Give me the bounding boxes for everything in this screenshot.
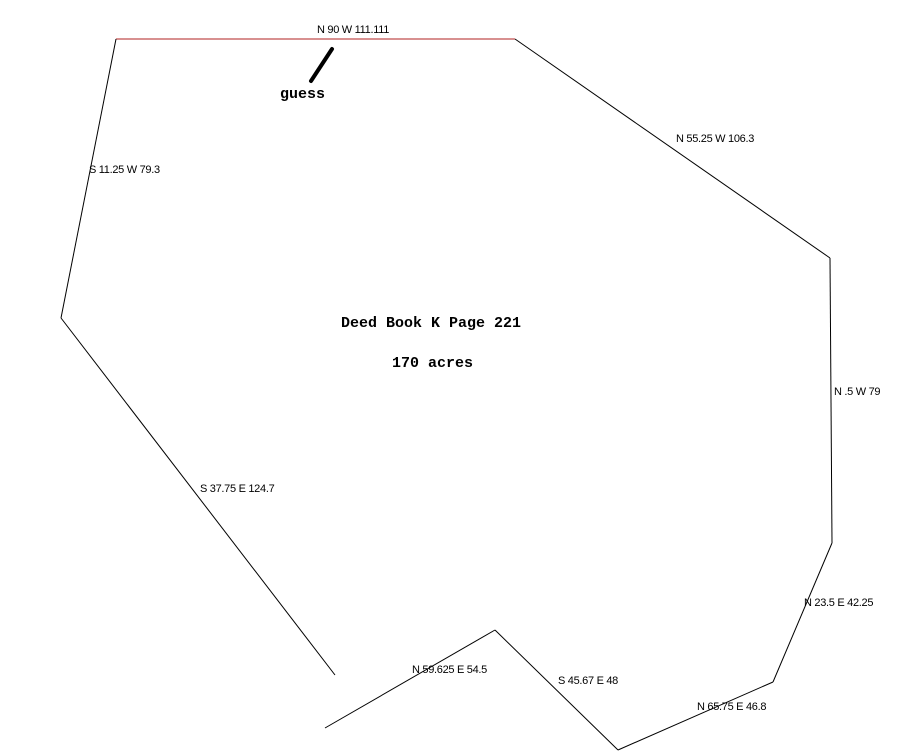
boundary-se2 (617, 681, 774, 751)
call-label: N 90 W 111.111 (317, 24, 390, 36)
call-label: S 37.75 E 124.7 (200, 483, 275, 495)
call-label: S 45.67 E 48 (558, 675, 619, 687)
call-label: N 23.5 E 42.25 (804, 597, 874, 609)
boundary-se1 (772, 542, 833, 683)
call-label: N 65.75 E 46.8 (697, 701, 767, 713)
call-label: N .5 W 79 (834, 386, 881, 398)
boundary-sw (60, 317, 336, 676)
call-label: S 11.25 W 79.3 (89, 164, 160, 176)
boundary-east (829, 257, 833, 544)
boundary-s1 (494, 629, 619, 751)
boundary-west (60, 38, 117, 319)
guess-marker (309, 47, 334, 83)
boundary-s2 (324, 629, 496, 729)
call-label: N 55.25 W 106.3 (676, 133, 755, 145)
call-label: N 59.625 E 54.5 (412, 664, 488, 676)
deed-title: Deed Book K Page 221 (341, 315, 522, 332)
acreage: 170 acres (392, 355, 474, 372)
boundary-ne (514, 38, 831, 259)
guess-annotation: guess (280, 86, 326, 103)
